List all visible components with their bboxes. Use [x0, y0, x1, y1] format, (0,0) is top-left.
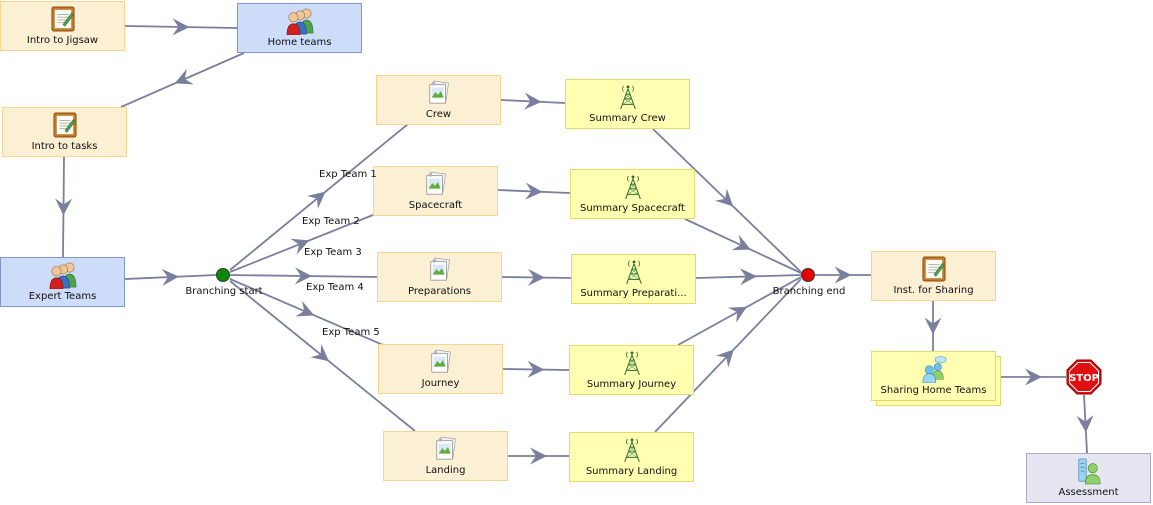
- transition-arrow: [310, 344, 330, 362]
- activity-intro-to-tasks[interactable]: Intro to tasks: [2, 107, 127, 157]
- transition-arrow: [524, 92, 542, 110]
- transition-arrow: [527, 268, 545, 286]
- activity-label: Landing: [425, 465, 466, 476]
- branch-label-exp-team-5: Exp Team 5: [322, 327, 380, 338]
- transition-arrow: [530, 447, 547, 465]
- transition-arrow: [307, 191, 326, 209]
- branching-start-point[interactable]: [216, 268, 230, 282]
- transition-arrow: [525, 182, 543, 200]
- antenna-icon: [621, 349, 643, 377]
- activity-label: Assessment: [1058, 487, 1119, 498]
- activity-inst-for-sharing[interactable]: Inst. for Sharing: [871, 251, 996, 301]
- transition-arrow: [731, 234, 751, 251]
- activity-label: Home teams: [267, 37, 332, 48]
- activity-crew[interactable]: Crew: [376, 75, 501, 125]
- transition-lines: [55, 18, 1094, 465]
- group-icon: [284, 7, 316, 35]
- branch-label-exp-team-2: Exp Team 2: [302, 216, 360, 227]
- antenna-icon: [622, 173, 644, 201]
- antenna-icon: [623, 258, 645, 286]
- stop-sign[interactable]: STOP: [1066, 359, 1102, 395]
- transition-arrow: [161, 268, 179, 286]
- transition-arrow: [172, 18, 190, 36]
- branching-start-label: Branching start: [185, 286, 263, 297]
- transition-arrow: [55, 198, 73, 216]
- activity-label: Expert Teams: [28, 291, 97, 302]
- activity-label: Summary Journey: [586, 379, 677, 390]
- activity-spacecraft[interactable]: Spacecraft: [373, 166, 498, 216]
- activity-label: Summary Landing: [585, 466, 678, 477]
- branch-label-exp-team-3: Exp Team 3: [304, 247, 362, 258]
- activity-label: Crew: [425, 109, 452, 120]
- transition-arrow: [1025, 368, 1042, 386]
- image-gallery-icon: [424, 170, 448, 198]
- transition-arrow: [715, 349, 734, 368]
- activity-label: Preparations: [408, 286, 471, 297]
- transition-arrow: [739, 268, 757, 286]
- activity-landing[interactable]: Landing: [383, 431, 508, 481]
- image-gallery-icon: [428, 256, 452, 284]
- transition-arrow: [727, 306, 747, 323]
- assessment-user-icon: [1076, 457, 1102, 485]
- grouping-expert-teams[interactable]: Expert Teams: [0, 257, 125, 307]
- grouping-home-teams[interactable]: Home teams: [237, 3, 362, 53]
- activity-label: Summary Crew: [589, 113, 666, 124]
- transition-arrow: [714, 188, 734, 207]
- activity-summary-spacecraft[interactable]: Summary Spacecraft: [570, 169, 695, 219]
- branching-end-point[interactable]: [801, 268, 815, 282]
- activity-summary-crew[interactable]: Summary Crew: [565, 79, 690, 129]
- stop-sign-icon: STOP: [1066, 359, 1102, 395]
- transition-arrow: [834, 266, 852, 284]
- notebook-icon: [51, 5, 75, 33]
- activity-assessment[interactable]: Assessment: [1026, 453, 1151, 503]
- activity-label: Summary Preparati...: [580, 288, 687, 299]
- group-icon: [47, 261, 79, 289]
- antenna-icon: [617, 83, 639, 111]
- activity-summary-journey[interactable]: Summary Journey: [569, 345, 694, 395]
- transition-arrow: [924, 317, 942, 335]
- notebook-icon: [922, 255, 946, 283]
- activity-label: Inst. for Sharing: [893, 285, 974, 296]
- activity-intro-to-jigsaw[interactable]: Intro to Jigsaw: [0, 1, 125, 51]
- notebook-icon: [53, 111, 77, 139]
- transition-arrow: [290, 238, 310, 255]
- activity-label: Journey: [421, 378, 460, 389]
- activity-label: Intro to tasks: [31, 141, 98, 152]
- transition-arrow: [295, 300, 315, 317]
- transition-arrow: [527, 360, 545, 378]
- image-gallery-icon: [434, 435, 458, 463]
- image-gallery-icon: [427, 79, 451, 107]
- activity-label: Spacecraft: [408, 200, 463, 211]
- activity-label: Intro to Jigsaw: [26, 35, 99, 46]
- antenna-icon: [621, 436, 643, 464]
- branch-label-exp-team-1: Exp Team 1: [319, 169, 377, 180]
- activity-preparations[interactable]: Preparations: [377, 252, 502, 302]
- activity-journey[interactable]: Journey: [378, 344, 503, 394]
- activity-sharing-home-teams[interactable]: Sharing Home Teams: [871, 351, 996, 401]
- activity-summary-landing[interactable]: Summary Landing: [569, 432, 694, 482]
- activity-label: Sharing Home Teams: [880, 385, 987, 396]
- branching-end-label: Branching end: [772, 286, 846, 297]
- chat-users-icon: [919, 355, 949, 383]
- branch-label-exp-team-4: Exp Team 4: [306, 282, 364, 293]
- activity-label: Summary Spacecraft: [580, 203, 685, 214]
- activity-summary-preparations[interactable]: Summary Preparati...: [571, 254, 696, 304]
- transition-arrow: [1076, 415, 1094, 433]
- transition-arrow: [174, 68, 194, 85]
- stop-text: STOP: [1069, 373, 1099, 384]
- image-gallery-icon: [429, 348, 453, 376]
- transition-arrow: [294, 267, 312, 285]
